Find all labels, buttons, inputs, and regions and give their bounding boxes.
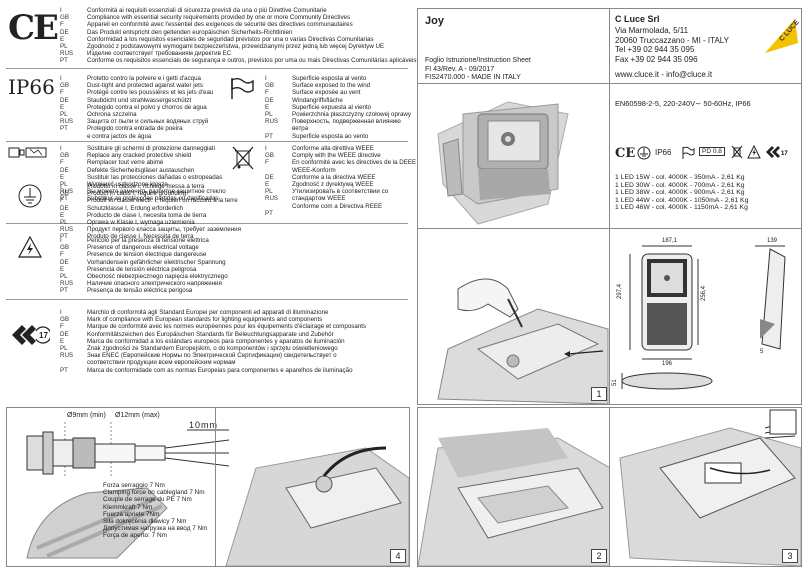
dim-height-inner: 256,4 xyxy=(701,285,707,301)
enec-text: Marchio di conformità agli Standard Euro… xyxy=(87,309,367,374)
divider xyxy=(6,141,408,142)
company-name: C Luce Srl xyxy=(615,14,660,24)
dim-width-bottom: 196 xyxy=(662,361,673,367)
step-number: 2 xyxy=(591,549,607,563)
cluce-logo: C LUCE xyxy=(765,19,799,53)
step-2-illustration xyxy=(417,428,611,567)
cable-gland-drawing xyxy=(26,422,230,559)
list-item: 1 LED 46W - col. 4000K - 1150mA - 2,61 K… xyxy=(615,204,748,212)
weee-bin-icon xyxy=(232,146,254,170)
ce-mark: CE xyxy=(8,8,59,48)
dim-depth: 139 xyxy=(767,238,778,244)
list-item: 1 LED 44W - col. 4000K - 1050mA - 2,61 K… xyxy=(615,196,749,204)
step-1-illustration xyxy=(437,278,609,405)
step-number: 4 xyxy=(390,549,406,563)
wind-flag-icon xyxy=(231,78,254,99)
step-4-illustration xyxy=(225,446,410,567)
luminaire-photo xyxy=(437,101,569,225)
ce-text: Conformità ai requisiti essenziali di si… xyxy=(87,7,417,65)
cable-strip-length: 10mm xyxy=(189,420,219,430)
ip66-small-icon: IP66 xyxy=(655,148,672,157)
standards-text: EN60598-2-5, 220-240V∼ 50-60Hz, IP66 xyxy=(615,99,751,108)
high-voltage-warning-icon xyxy=(18,236,42,258)
step-3-panel: 3 xyxy=(609,407,802,567)
divider xyxy=(6,68,408,69)
ce-small-icon: CE xyxy=(615,146,636,161)
min-range-mark: PD 0.8 xyxy=(699,147,725,156)
earth-text: Prodotto in classe I, richiede messa a t… xyxy=(87,183,241,241)
step-3-illustration xyxy=(619,409,802,567)
weee-small-icon xyxy=(731,145,743,159)
step-number: 1 xyxy=(591,387,607,401)
enec-mark-icon: 17 xyxy=(12,325,50,345)
list-item: 1 LED 30W - col. 4000K - 700mA - 2,61 Kg xyxy=(615,181,745,189)
step-1-panel: 1 xyxy=(417,228,611,405)
step-4-panel: 4 xyxy=(215,407,410,567)
company-website: www.cluce.it - info@cluce.it xyxy=(615,70,713,79)
earth-ground-icon xyxy=(18,184,42,208)
danger-text: Pericolo per la presenza di tensione ele… xyxy=(87,237,228,295)
dim-width-top: 187,1 xyxy=(662,238,678,244)
dim-height-side: 51 xyxy=(612,379,618,386)
dim-height-left: 297,4 xyxy=(617,283,623,299)
cert-icons: CE IP66 PD 0.8 17 xyxy=(615,144,795,164)
step-number: 3 xyxy=(782,549,798,563)
earth-small-icon xyxy=(637,146,651,160)
enec-small-icon: 17 xyxy=(766,146,788,158)
dim-side: 5 xyxy=(760,349,764,355)
glass-text: Sostituire gli schermi di protezione dan… xyxy=(87,145,226,203)
ip-text: Protetto contro la polvere e i getti d'a… xyxy=(87,75,214,140)
svg-text:17: 17 xyxy=(39,331,48,340)
dimension-drawing xyxy=(621,245,786,390)
ip66-icon: IP66 xyxy=(8,75,55,99)
led-list: 1 LED 15W - col. 4000K - 350mA - 2,61 Kg… xyxy=(615,174,748,212)
wind-small-icon xyxy=(682,146,695,159)
product-name: Joy xyxy=(425,15,444,27)
cable-max-diameter: Ø12mm (max) xyxy=(115,412,160,419)
cable-min-diameter: Ø9mm (min) xyxy=(67,412,106,419)
list-item: 1 LED 15W - col. 4000K - 350mA - 2,61 Kg xyxy=(615,174,745,181)
divider xyxy=(6,299,408,300)
list-item: 1 LED 38W - col. 4000K - 900mA - 2,61 Kg xyxy=(615,189,745,197)
voltage-small-icon xyxy=(747,145,761,159)
cracked-glass-icon xyxy=(8,147,47,158)
dimensions-panel: 187,1 297,4 256,4 196 139 5 51 xyxy=(609,228,802,405)
svg-text:17: 17 xyxy=(781,151,788,157)
spec-panel: EN60598-2-5, 220-240V∼ 50-60Hz, IP66 CE … xyxy=(609,83,802,230)
step-2-panel: 2 xyxy=(417,407,611,567)
product-photo-panel xyxy=(417,83,611,230)
divider xyxy=(6,223,408,224)
